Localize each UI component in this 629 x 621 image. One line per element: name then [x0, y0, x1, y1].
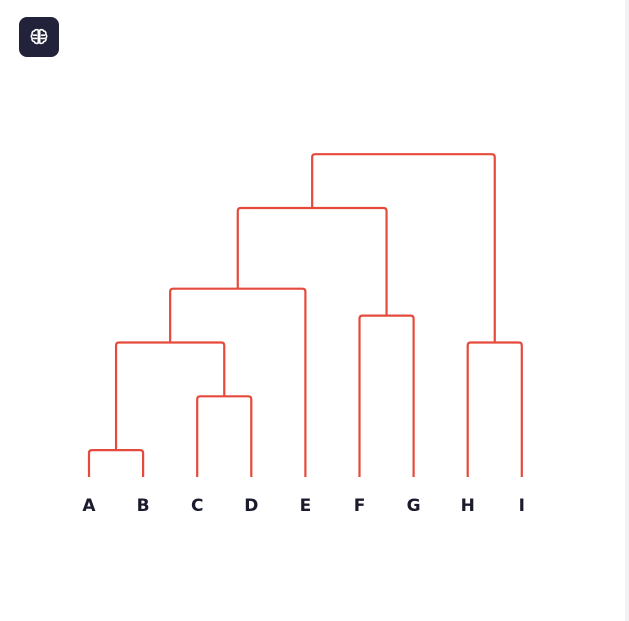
leaf-label-d: D — [244, 496, 258, 516]
dendrogram-leaf-labels: A B C D E F G H I — [82, 496, 525, 516]
leaf-label-g: G — [407, 496, 421, 516]
leaf-label-e: E — [300, 496, 312, 516]
app-icon-button[interactable] — [19, 17, 59, 57]
leaf-label-f: F — [354, 496, 366, 516]
leaf-label-a: A — [82, 496, 96, 516]
merge-link-hi — [466, 341, 523, 477]
merge-link-abcde — [169, 287, 307, 477]
leaf-label-b: B — [137, 496, 150, 516]
right-edge-strip — [625, 0, 629, 621]
merge-link-abcdefg — [236, 206, 388, 316]
leaf-label-i: I — [519, 496, 525, 516]
leaf-label-h: H — [461, 496, 475, 516]
merge-link-cd — [196, 395, 253, 477]
brain-icon — [30, 28, 48, 45]
merge-link-fg — [358, 314, 415, 477]
leaf-label-c: C — [191, 496, 203, 516]
merge-link-ab — [87, 449, 145, 477]
dendrogram-links — [87, 153, 523, 477]
merge-link-abcdefghi — [311, 153, 496, 343]
